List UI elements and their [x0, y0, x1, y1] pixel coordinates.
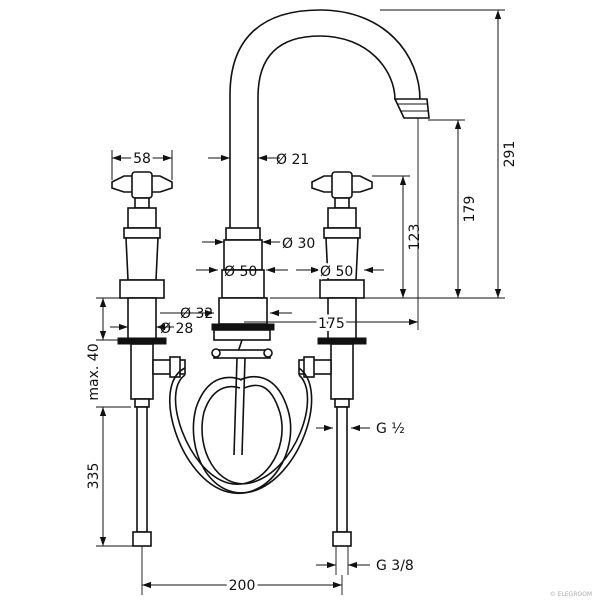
dim-diameter-32: Ø 32 — [180, 306, 213, 322]
dim-diameter-28: Ø 28 — [160, 321, 193, 337]
dim-diameter-50-right: Ø 50 — [320, 264, 353, 280]
dim-height-291: 291 — [502, 141, 518, 168]
watermark: © ELEGROOM — [550, 591, 592, 598]
spout — [211, 9, 430, 456]
dim-diameter-50-left: Ø 50 — [224, 264, 257, 280]
dim-thread-g-3-8: G 3/8 — [376, 558, 414, 574]
dim-width-58: 58 — [133, 151, 151, 167]
dimension-lines — [96, 9, 505, 595]
dim-length-175: 175 — [318, 316, 345, 332]
dim-height-179: 179 — [462, 196, 478, 223]
dim-max-40: max. 40 — [86, 343, 102, 400]
dim-width-200: 200 — [229, 578, 256, 594]
dim-height-123: 123 — [407, 224, 423, 251]
dim-height-335: 335 — [86, 463, 102, 490]
flexible-hoses — [169, 367, 313, 495]
right-valve — [298, 171, 373, 547]
dim-diameter-30: Ø 30 — [282, 236, 315, 252]
left-valve — [111, 171, 186, 547]
dim-diameter-21: Ø 21 — [276, 152, 309, 168]
dim-thread-g-half: G ½ — [376, 421, 405, 437]
